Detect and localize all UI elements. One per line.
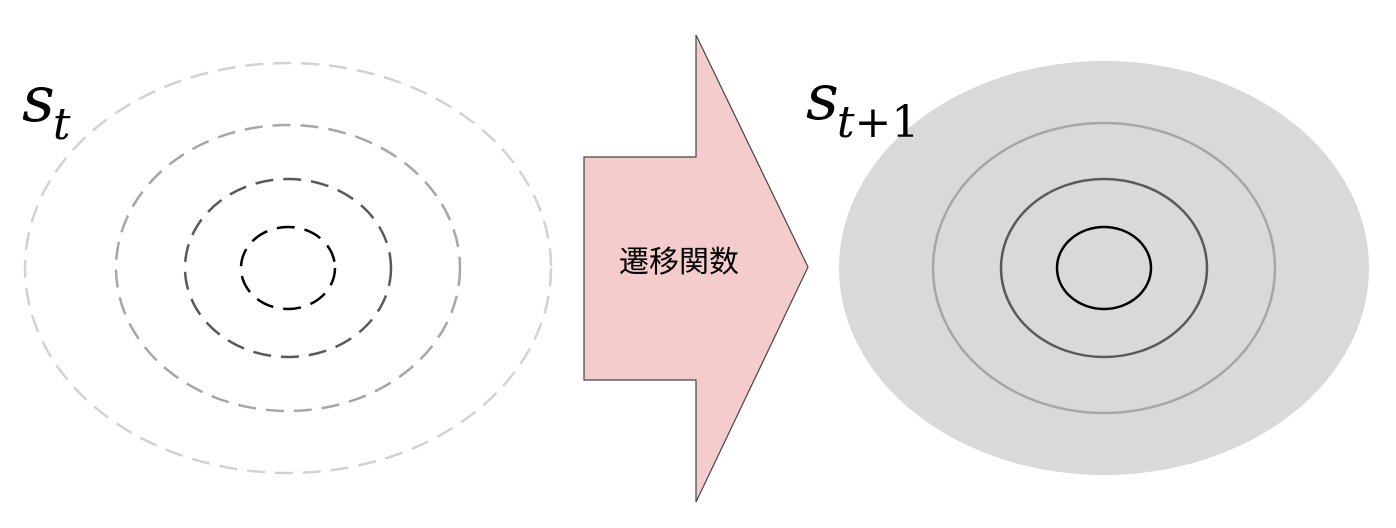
contour-outer-dashed — [23, 61, 553, 475]
state-t1-subscript-rest: +1 — [854, 97, 920, 148]
state-t-label: st — [22, 68, 71, 147]
distribution-fill — [839, 61, 1369, 475]
state-t-label-subscript: t — [52, 99, 71, 150]
transition-function-label: 遷移関数 — [619, 245, 739, 280]
state-t1-label: st+1 — [806, 66, 919, 145]
state-t1-subscript-var: t — [836, 97, 855, 148]
state-t1-label-base: s — [806, 61, 839, 135]
state-t-label-base: s — [22, 63, 55, 137]
contour-inner — [1055, 225, 1153, 311]
contour-third-dashed — [183, 177, 393, 359]
contour-second — [931, 121, 1277, 415]
transition-arrow — [583, 34, 809, 503]
state-t1-distribution — [839, 61, 1369, 475]
contour-third — [999, 177, 1209, 359]
contour-inner-dashed — [239, 225, 337, 311]
contour-second-dashed — [114, 123, 462, 413]
state-t-contours — [23, 61, 553, 475]
state-t1-label-subscript: t+1 — [837, 97, 920, 148]
